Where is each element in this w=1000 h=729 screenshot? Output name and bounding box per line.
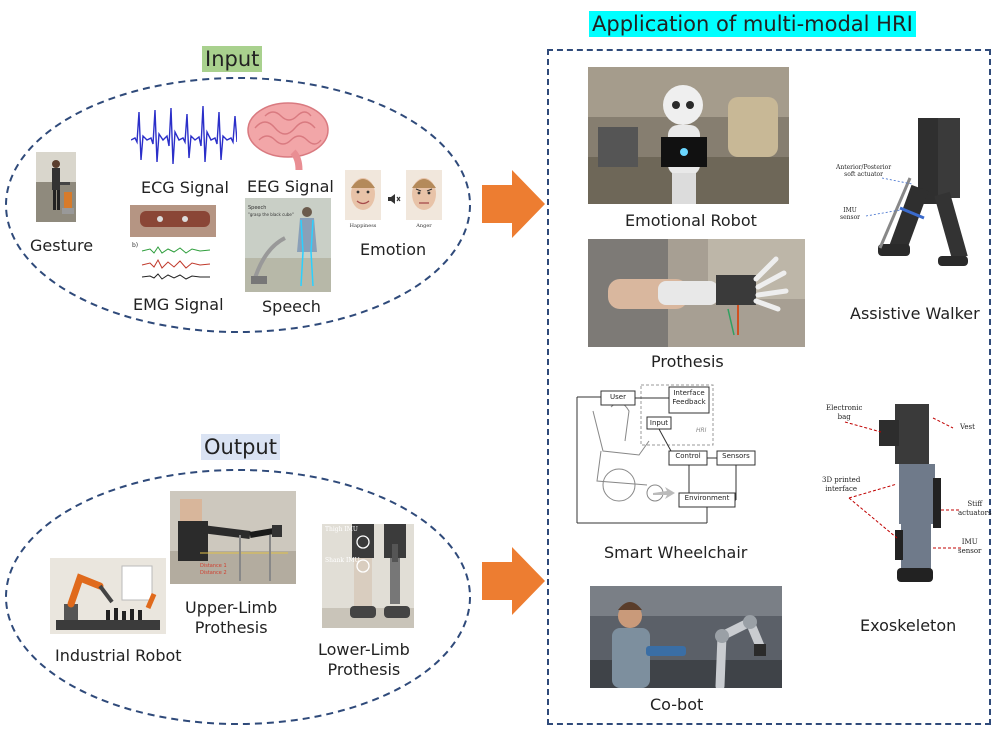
prothesis-label: Prothesis: [651, 352, 724, 371]
wheelchair-sensors-box: Sensors: [722, 452, 750, 460]
gesture-label: Gesture: [30, 236, 94, 255]
wheelchair-control-box: Control: [675, 452, 701, 460]
output-title: Output: [201, 434, 280, 460]
cobot-label: Co-bot: [650, 695, 704, 714]
ecg-signal-image: [131, 102, 237, 168]
svg-text:Distance 1: Distance 1: [200, 563, 227, 569]
smart-wheelchair-label: Smart Wheelchair: [604, 543, 748, 562]
output-ellipse: [5, 469, 471, 725]
exo-imu-caption: IMU sensor: [958, 538, 982, 555]
emg-signal-label: EMG Signal: [133, 295, 224, 314]
lower-limb-prothesis-label: Lower-Limb Prothesis: [318, 640, 410, 679]
eeg-brain-image: [245, 100, 331, 172]
prothesis-image: [588, 239, 805, 347]
svg-text:b): b): [132, 242, 138, 249]
cobot-image: [590, 586, 782, 688]
wheelchair-hri-tag: HRI: [696, 427, 707, 434]
industrial-robot-image: [50, 558, 166, 634]
speech-image: Speech "grasp the black cube": [245, 198, 331, 292]
industrial-robot-label: Industrial Robot: [55, 646, 182, 665]
emotion-face-anger: [406, 170, 442, 220]
mute-speaker-icon: [387, 192, 401, 204]
wheelchair-environment-box: Environment: [684, 494, 730, 502]
input-ellipse: [5, 77, 471, 333]
speech-label: Speech: [262, 297, 321, 316]
input-title: Input: [202, 46, 263, 72]
exo-interface-caption: 3D printed interface: [822, 476, 861, 493]
emg-signal-image: b): [130, 205, 216, 291]
walker-imu-caption: IMU sensor: [840, 207, 861, 221]
exoskeleton-image: [815, 398, 987, 592]
gesture-image: [36, 152, 76, 222]
walker-actuator-caption: Anterior/Posterior soft actuator: [836, 164, 892, 178]
exo-bag-caption: Electronic bag: [826, 404, 863, 421]
lower-limb-prothesis-image: [322, 524, 414, 628]
exo-vest-caption: Vest: [960, 423, 975, 431]
ecg-signal-label: ECG Signal: [141, 178, 229, 197]
wheelchair-input-box: Input: [649, 419, 669, 427]
input-arrow: [482, 170, 545, 238]
svg-text:"grasp the black cube": "grasp the black cube": [248, 212, 294, 217]
assistive-walker-image: [820, 118, 982, 278]
wheelchair-user-box: User: [610, 393, 626, 401]
happiness-caption: Happiness: [349, 223, 377, 229]
emotional-robot-label: Emotional Robot: [625, 211, 757, 230]
exoskeleton-label: Exoskeleton: [860, 616, 957, 635]
application-panel: [547, 49, 991, 725]
smart-wheelchair-diagram: [571, 381, 767, 527]
eeg-signal-label: EEG Signal: [247, 177, 334, 196]
output-arrow: [482, 547, 545, 615]
svg-text:Distance 2: Distance 2: [200, 570, 227, 576]
assistive-walker-label: Assistive Walker: [850, 304, 980, 323]
exo-actuators-caption: Stiff actuators: [958, 500, 992, 517]
shank-imu-caption: Shank IMU: [325, 557, 360, 564]
thigh-imu-caption: Thigh IMU: [325, 526, 358, 533]
upper-limb-prothesis-label: Upper-Limb Prothesis: [185, 598, 278, 637]
emotion-label: Emotion: [360, 240, 427, 259]
anger-caption: Anger: [416, 223, 432, 229]
wheelchair-interface-box: Interface Feedback: [672, 389, 706, 406]
application-title: Application of multi-modal HRI: [589, 11, 916, 37]
emotion-face-happiness: [345, 170, 381, 220]
svg-text:Speech: Speech: [248, 205, 266, 211]
emotional-robot-image: [588, 67, 789, 204]
upper-limb-prothesis-image: Distance 1 Distance 2: [170, 491, 296, 584]
